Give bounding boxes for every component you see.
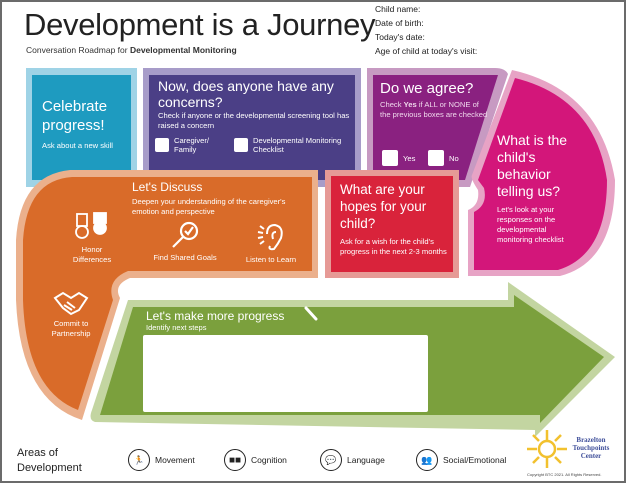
next-steps-input[interactable] <box>146 338 425 409</box>
behavior-step: What is the child's behavior telling us?… <box>497 132 577 245</box>
magnifier-check-icon <box>172 221 199 248</box>
concerns-text: Check if anyone or the developmental scr… <box>158 111 350 130</box>
area-label: Cognition <box>251 455 287 465</box>
medals-icon <box>75 212 107 239</box>
ear-icon <box>257 223 283 251</box>
celebrate-text: Ask about a new skill <box>42 141 113 150</box>
copyright: Copyright BTC 2021. All Rights Reserved. <box>527 472 602 477</box>
concerns-step: Now, does anyone have any concerns? Chec… <box>158 78 350 131</box>
date-of-birth-field[interactable]: Date of birth: <box>375 18 424 28</box>
handshake-icon <box>53 291 89 316</box>
area-language: 💬 Language <box>320 449 385 471</box>
progress-text: Identify next steps <box>146 323 207 332</box>
sun-logo-icon <box>527 430 567 468</box>
area-social-emotional: 👥 Social/Emotional <box>416 449 506 471</box>
puzzle-icon: ■■ <box>224 449 246 471</box>
option-label: No <box>449 153 459 163</box>
concerns-title: Now, does anyone have any concerns? <box>158 78 334 110</box>
speech-bubbles-icon: 💬 <box>320 449 342 471</box>
hopes-title: What are your hopes for your child? <box>340 182 427 231</box>
honor-differences-label: Honor Differences <box>72 245 112 264</box>
area-label: Language <box>347 455 385 465</box>
find-shared-goals-label: Find Shared Goals <box>153 253 217 262</box>
commit-to-partnership-label: Commit to Partnership <box>51 319 91 338</box>
monitoring-checklist-checkbox[interactable]: Developmental Monitoring Checklist <box>234 136 349 154</box>
area-cognition: ■■ Cognition <box>224 449 287 471</box>
commit-to-partnership: Commit to Partnership <box>36 290 106 339</box>
logo-text: Brazelton Touchpoints Center <box>572 436 610 460</box>
people-icon: 👥 <box>416 449 438 471</box>
celebrate-step: Celebrate progress! Ask about a new skil… <box>42 97 127 151</box>
honor-differences: Honor Differences <box>62 212 122 265</box>
agree-step: Do we agree? Check Yes if ALL or NONE of… <box>380 80 490 120</box>
option-label: Developmental Monitoring Checklist <box>253 136 342 154</box>
agree-yes-checkbox[interactable]: Yes <box>382 150 415 166</box>
child-name-field[interactable]: Child name: <box>375 4 421 14</box>
checkbox[interactable] <box>155 138 169 152</box>
progress-title: Let's make more progress <box>146 309 285 323</box>
hopes-step: What are your hopes for your child? Ask … <box>340 181 448 257</box>
option-label: Yes <box>403 153 416 163</box>
pencil-icon <box>304 306 318 321</box>
checkbox[interactable] <box>382 150 398 166</box>
age-of-child-field[interactable]: Age of child at today's visit: <box>375 46 478 56</box>
agree-text: Check Yes if ALL or NONE of the previous… <box>380 100 488 119</box>
checkbox[interactable] <box>428 150 444 166</box>
agree-title: Do we agree? <box>380 80 474 97</box>
area-label: Social/Emotional <box>443 455 507 465</box>
progress-step: Let's make more progress Identify next s… <box>146 309 284 332</box>
find-shared-goals: Find Shared Goals <box>145 220 225 263</box>
agree-no-checkbox[interactable]: No <box>428 150 459 166</box>
caregiver-family-checkbox[interactable]: Caregiver/ Family <box>155 136 225 154</box>
discuss-text: Deepen your understanding of the caregiv… <box>132 197 286 216</box>
listen-to-learn-label: Listen to Learn <box>245 255 297 264</box>
discuss-step: Let's Discuss Deepen your understanding … <box>132 180 302 217</box>
area-movement: 🏃 Movement <box>128 449 195 471</box>
checkbox[interactable] <box>234 138 248 152</box>
page-title: Development is a Journey <box>24 7 376 42</box>
running-person-icon: 🏃 <box>128 449 150 471</box>
hopes-text: Ask for a wish for the child's progress … <box>340 237 447 256</box>
next-steps-box <box>143 335 428 412</box>
areas-label: Areas of Development <box>17 447 82 474</box>
discuss-title: Let's Discuss <box>132 180 203 194</box>
behavior-title: What is the child's behavior telling us? <box>497 132 568 199</box>
behavior-text: Let's look at your responses on the deve… <box>497 205 564 244</box>
celebrate-title: Celebrate progress! <box>42 98 108 134</box>
todays-date-field[interactable]: Today's date: <box>375 32 425 42</box>
option-label: Caregiver/ Family <box>174 136 210 154</box>
area-label: Movement <box>155 455 195 465</box>
page-subtitle: Conversation Roadmap for Developmental M… <box>26 45 237 55</box>
listen-to-learn: Listen to Learn <box>236 222 306 265</box>
